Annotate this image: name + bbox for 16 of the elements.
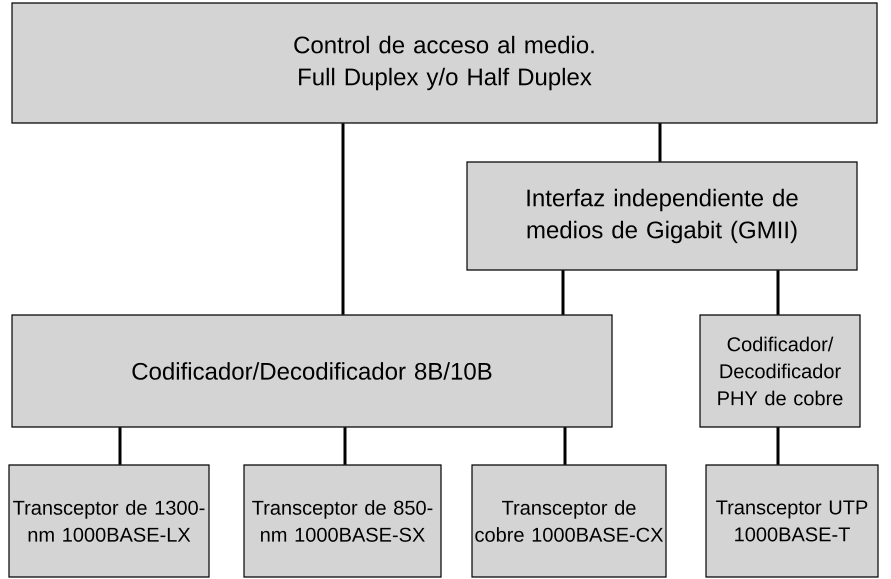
connector-line (776, 428, 780, 464)
connector-line (344, 428, 346, 464)
process-box: Control de acceso al medio. Full Duplex y/o Half Duplex (11, 2, 878, 124)
connector-line (658, 124, 662, 162)
connector-line (776, 270, 780, 314)
process-box: Transceptor de 1300-nm 1000BASE-LX (8, 464, 210, 578)
connector-line (118, 428, 122, 464)
process-box: Transceptor de 850-nm 1000BASE-SX (243, 464, 442, 578)
process-box: Codificador/Decodificador 8B/10B (11, 314, 613, 428)
connector-line (342, 124, 344, 314)
connector-line (562, 270, 564, 314)
process-box: Interfaz independiente de medios de Gigabit (GMII) (466, 161, 858, 271)
process-box: Transceptor de cobre 1000BASE-CX (471, 464, 667, 578)
process-box: Codificador/ Decodificador PHY de cobre (699, 314, 861, 428)
connector-line (564, 428, 566, 464)
process-box: Transceptor UTP 1000BASE-T (705, 464, 879, 578)
